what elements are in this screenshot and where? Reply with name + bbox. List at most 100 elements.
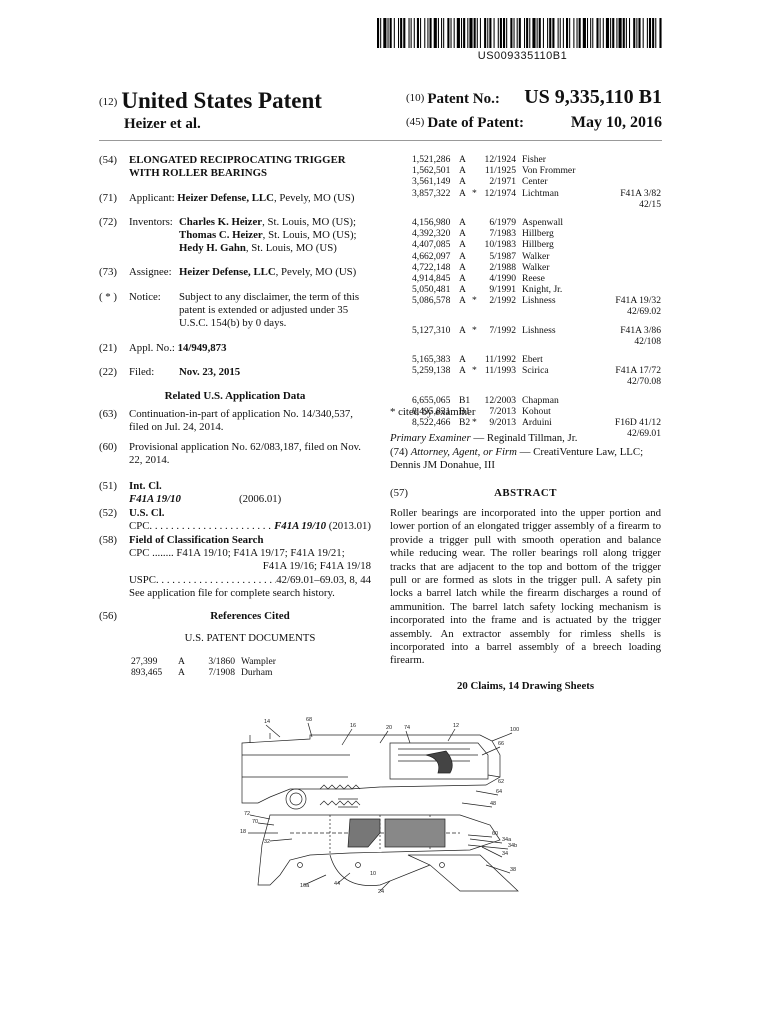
applicant-code: (71) xyxy=(99,192,117,204)
reference-class: F41A 3/82 xyxy=(620,187,661,199)
barcode-number: US009335110B1 xyxy=(477,50,568,62)
reference-kind: A xyxy=(459,250,466,262)
reference-number: 4,662,097 xyxy=(412,250,451,262)
int-cl-class: F41A 19/10 xyxy=(129,493,181,506)
reference-number: 27,399 xyxy=(131,656,158,667)
int-cl-code: (51) xyxy=(99,480,117,492)
figure-reference-label: 24 xyxy=(378,889,384,895)
reference-inventor: Scirica xyxy=(522,365,549,377)
reference-date: 3/1860 xyxy=(208,656,235,667)
figure-reference-label: 12 xyxy=(453,723,459,729)
reference-date: 2/1971 xyxy=(489,176,516,188)
filed-code: (22) xyxy=(99,366,117,378)
reference-kind: A xyxy=(459,354,466,365)
assignee-label: Assignee: xyxy=(129,266,172,278)
reference-class: F41A 17/72 xyxy=(615,365,661,377)
related-heading-text: Related U.S. Application Data xyxy=(164,390,306,402)
provisional-line: 22, 2014. xyxy=(129,454,170,467)
appl-code: (21) xyxy=(99,342,117,354)
reference-row: 5,259,138 A * 11/1993 Scirica F41A 17/72 xyxy=(412,365,661,376)
patent-number-block: (10)Patent No.: US 9,335,110 B1 (45)Date… xyxy=(406,86,662,138)
assignee-code: (73) xyxy=(99,266,117,278)
reference-kind: A xyxy=(459,324,466,336)
inventors-label: Inventors: xyxy=(129,216,173,228)
reference-kind: A xyxy=(459,176,466,188)
filed-date: Nov. 23, 2015 xyxy=(179,366,241,378)
reference-cited-mark: * xyxy=(472,324,477,336)
reference-number: 8,522,466 xyxy=(412,416,451,428)
reference-cited-mark: * xyxy=(472,365,477,377)
notice-code: ( * ) xyxy=(99,291,117,303)
appl-label: Appl. No.: xyxy=(129,342,175,354)
reference-row-continuation: 42/69.02 xyxy=(412,306,661,317)
figure-reference-label: 38 xyxy=(510,867,516,873)
reference-inventor: Center xyxy=(522,176,548,188)
provisional-code: (60) xyxy=(99,441,117,453)
reference-date: 9/1991 xyxy=(489,284,516,296)
reference-kind: A xyxy=(459,239,466,251)
reference-inventor: Kohout xyxy=(522,405,551,417)
inventors-code: (72) xyxy=(99,216,117,228)
reference-kind: A xyxy=(178,667,185,679)
figure-reference-label: 34 xyxy=(502,851,508,857)
claims-summary: 20 Claims, 14 Drawing Sheets xyxy=(456,679,595,692)
inventor-location: , St. Louis, MO (US); xyxy=(262,229,357,242)
reference-inventor: Lichtman xyxy=(522,187,559,199)
notice-line: patent is extended or adjusted under 35 xyxy=(179,304,349,317)
applicant-name: Heizer Defense, LLC xyxy=(177,192,274,204)
reference-spacer xyxy=(412,388,661,395)
reference-number: 5,086,578 xyxy=(412,295,451,307)
reference-class: F16D 41/12 xyxy=(614,416,661,428)
us-cl-label: U.S. Cl. xyxy=(129,507,165,519)
reference-date: 11/1993 xyxy=(484,365,516,377)
reference-class-continuation: 42/69.02 xyxy=(627,306,661,318)
reference-date: 7/1992 xyxy=(489,324,516,336)
reference-row-continuation: 42/15 xyxy=(412,199,661,210)
reference-inventor: Hillberg xyxy=(522,228,554,240)
reference-inventor: Walker xyxy=(522,250,550,262)
figure-reference-label: 70 xyxy=(252,819,258,825)
reference-date: 7/2013 xyxy=(489,405,516,417)
figure-reference-label: 60 xyxy=(492,831,498,837)
reference-kind: A xyxy=(459,365,466,377)
reference-number: 4,407,085 xyxy=(412,239,451,251)
barcode xyxy=(377,18,662,48)
reference-inventor: Lishness xyxy=(522,324,556,336)
reference-class-continuation: 42/69.01 xyxy=(627,428,661,440)
reference-inventor: Hillberg xyxy=(522,239,554,251)
inventor-name: Hedy H. Gahn xyxy=(179,242,246,255)
reference-date: 10/1983 xyxy=(484,239,516,251)
reference-kind: B2 xyxy=(459,416,471,428)
reference-date: 7/1908 xyxy=(208,667,235,679)
reference-number: 5,259,138 xyxy=(412,365,451,377)
refs-cited-code: (56) xyxy=(99,610,117,622)
applicant-location: , Pevely, MO (US) xyxy=(273,192,355,204)
reference-kind: A xyxy=(459,228,466,240)
reference-date: 4/1990 xyxy=(489,272,516,284)
reference-number: 1,562,501 xyxy=(412,165,451,177)
title-line2: WITH ROLLER BEARINGS xyxy=(129,167,267,180)
reference-class-continuation: 42/70.08 xyxy=(627,376,661,388)
attorney-firm: — CreatiVenture Law, LLC; xyxy=(519,445,644,458)
reference-inventor: Reese xyxy=(522,272,545,284)
reference-kind: A xyxy=(178,656,185,667)
field-search-cpc-line: F41A 19/16; F41A 19/18 xyxy=(262,560,371,573)
appl-number: 14/949,873 xyxy=(177,342,227,354)
continuation-line: filed on Jul. 24, 2014. xyxy=(129,421,224,434)
reference-cited-mark: * xyxy=(472,295,477,307)
us-patent-documents-label: U.S. PATENT DOCUMENTS xyxy=(184,632,316,644)
us-cl-cpc-value: F41A 19/10 xyxy=(274,520,327,533)
reference-number: 3,857,322 xyxy=(412,187,451,199)
reference-date: 7/1983 xyxy=(489,228,516,240)
field-search-code: (58) xyxy=(99,534,117,546)
figure-reference-label: 16 xyxy=(350,723,356,729)
figure-reference-label: 48 xyxy=(490,801,496,807)
